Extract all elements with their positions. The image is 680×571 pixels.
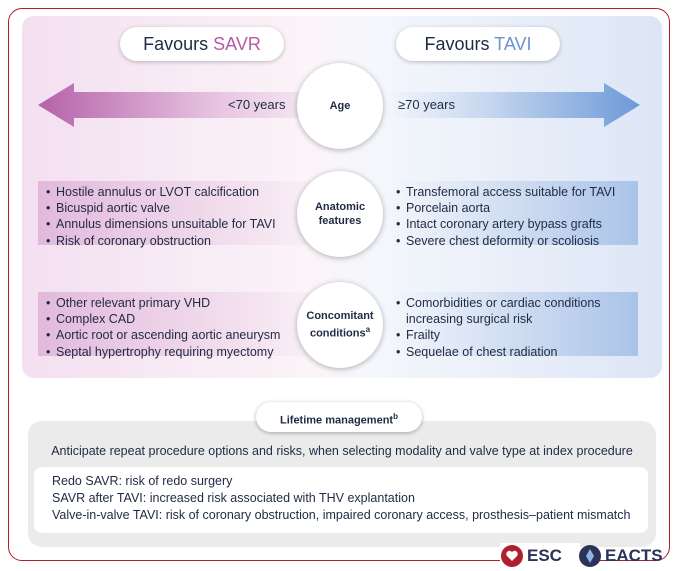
lifetime-line: Redo SAVR: risk of redo surgery — [52, 474, 233, 488]
age-circle: Age — [297, 63, 383, 149]
anatomic-circle: Anatomic features — [297, 171, 383, 257]
favours-savr-header: Favours SAVR — [120, 27, 284, 61]
lifetime-line: SAVR after TAVI: increased risk associat… — [52, 491, 415, 505]
concomitant-label-line2: conditions — [309, 327, 366, 340]
anticipate-text: Anticipate repeat procedure options and … — [51, 444, 633, 458]
eacts-emblem-icon — [579, 545, 601, 567]
list-item: Hostile annulus or LVOT calcification — [46, 184, 276, 200]
list-item: Septal hypertrophy requiring myectomy — [46, 344, 280, 360]
anatomic-tavi-list: Transfemoral access suitable for TAVI Po… — [396, 184, 615, 249]
tavi-header-accent: TAVI — [494, 34, 532, 54]
list-item: Frailty — [396, 327, 601, 343]
anatomic-savr-list: Hostile annulus or LVOT calcification Bi… — [46, 184, 276, 249]
eacts-logo-text: EACTS — [605, 546, 663, 565]
tavi-header-prefix: Favours — [424, 34, 495, 54]
anatomic-label: Anatomic features — [315, 200, 365, 228]
age-tavi-text: ≥70 years — [398, 97, 455, 112]
list-item: Aortic root or ascending aortic aneurysm — [46, 327, 280, 343]
tavi-arrow — [384, 83, 640, 127]
list-item: Comorbidities or cardiac conditions — [396, 295, 601, 311]
footnote-b: b — [393, 412, 398, 421]
list-item: Sequelae of chest radiation — [396, 344, 601, 360]
anatomic-label-line2: features — [318, 215, 362, 227]
list-item: Porcelain aorta — [396, 200, 615, 216]
lifetime-management-label: Lifetime managementb — [256, 402, 422, 432]
heart-icon — [501, 545, 523, 567]
favours-tavi-header: Favours TAVI — [396, 27, 560, 61]
eacts-logo: EACTS — [578, 543, 676, 569]
concomitant-label: Concomitant conditionsa — [306, 309, 373, 341]
age-savr-text: <70 years — [228, 97, 286, 112]
savr-header-accent: SAVR — [213, 34, 261, 54]
lifetime-line: Valve-in-valve TAVI: risk of coronary ob… — [52, 508, 631, 522]
esc-logo-text: ESC — [527, 546, 562, 565]
list-item: Complex CAD — [46, 311, 280, 327]
anatomic-label-line1: Anatomic — [314, 201, 366, 213]
concomitant-circle: Concomitant conditionsa — [297, 282, 383, 368]
list-item: increasing surgical risk — [396, 311, 601, 327]
footnote-a: a — [365, 325, 371, 335]
list-item: Transfemoral access suitable for TAVI — [396, 184, 615, 200]
list-item-continuation: increasing surgical risk — [406, 312, 533, 327]
savr-arrow — [38, 83, 330, 127]
concomitant-tavi-list: Comorbidities or cardiac conditions incr… — [396, 295, 601, 360]
concomitant-label-line1: Concomitant — [306, 310, 374, 323]
savr-header-prefix: Favours — [143, 34, 214, 54]
lifetime-label-text: Lifetime management — [280, 414, 394, 427]
outer-frame — [8, 8, 670, 561]
concomitant-savr-list: Other relevant primary VHD Complex CAD A… — [46, 295, 280, 360]
list-item: Other relevant primary VHD — [46, 295, 280, 311]
lifetime-details-box — [34, 467, 648, 533]
age-label: Age — [329, 100, 351, 112]
esc-logo: ESC — [500, 543, 580, 569]
list-item: Severe chest deformity or scoliosis — [396, 233, 615, 249]
list-item: Annulus dimensions unsuitable for TAVI — [46, 216, 276, 232]
list-item: Bicuspid aortic valve — [46, 200, 276, 216]
list-item: Risk of coronary obstruction — [46, 233, 276, 249]
list-item: Intact coronary artery bypass grafts — [396, 216, 615, 232]
